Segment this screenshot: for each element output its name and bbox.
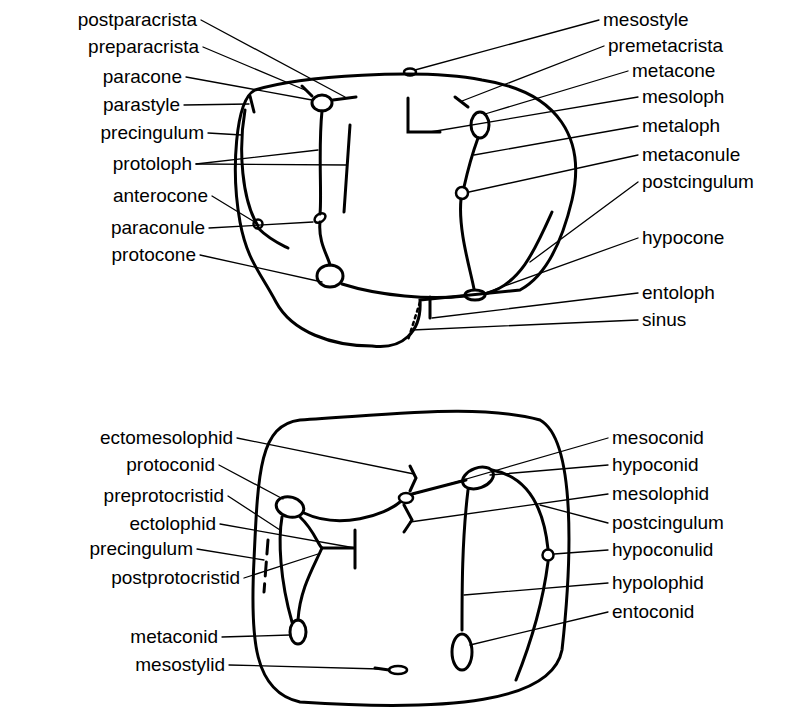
leader-line: [244, 554, 318, 578]
part-label: metacone: [632, 60, 715, 82]
leader-line: [462, 46, 604, 101]
part-label: anterocone: [113, 185, 208, 207]
leader-line: [411, 438, 608, 495]
part-label: postprotocristid: [111, 567, 240, 589]
part-label: entoconid: [612, 601, 694, 623]
part-label: hypolophid: [612, 572, 704, 594]
leader-line: [490, 465, 608, 475]
part-label: postparacrista: [78, 9, 197, 31]
part-label: postcingulum: [612, 512, 724, 534]
leader-line: [415, 20, 599, 70]
leader-line: [219, 465, 283, 499]
part-label: preparacrista: [88, 36, 199, 58]
part-label: paracone: [103, 66, 182, 88]
leader-line: [485, 71, 628, 114]
part-label: preprotocristid: [104, 485, 224, 507]
leader-line: [554, 550, 608, 554]
leader-line: [184, 104, 249, 105]
part-label: mesostyle: [603, 9, 689, 31]
leader-line: [201, 20, 345, 97]
leader-line: [430, 97, 638, 132]
part-label: metaconid: [130, 626, 218, 648]
part-label: metaconule: [642, 144, 740, 166]
leader-line: [222, 635, 290, 637]
part-label: hypoconulid: [612, 539, 713, 561]
leader-line: [229, 665, 380, 669]
part-label: sinus: [642, 309, 686, 331]
part-label: entoloph: [642, 282, 715, 304]
part-label: mesoloph: [642, 86, 724, 108]
leader-line: [212, 196, 253, 221]
leader-line: [469, 155, 638, 192]
leader-line: [470, 612, 608, 645]
leader-line: [485, 238, 638, 293]
part-label: ectomesolophid: [100, 427, 233, 449]
leader-line: [208, 133, 242, 135]
part-label: premetacrista: [608, 35, 723, 57]
part-label: mesostylid: [135, 654, 225, 676]
part-label: protocone: [111, 244, 196, 266]
part-label: precingulum: [90, 538, 194, 560]
leader-line: [540, 505, 608, 523]
leader-line: [196, 164, 347, 165]
leader-line: [209, 222, 313, 228]
part-label: hypocone: [642, 227, 724, 249]
part-label: parastyle: [103, 94, 180, 116]
leader-line: [196, 150, 318, 164]
leader-line: [474, 126, 638, 155]
part-label: ectolophid: [129, 513, 216, 535]
part-label: paraconule: [111, 217, 205, 239]
leader-line: [186, 77, 312, 100]
part-label: protoloph: [113, 153, 192, 175]
part-label: protoconid: [126, 454, 215, 476]
leader-line: [228, 496, 280, 530]
part-label: metaloph: [642, 115, 720, 137]
leader-line: [197, 549, 264, 560]
part-label: precingulum: [101, 122, 205, 144]
part-label: mesoconid: [612, 427, 704, 449]
leader-line: [200, 255, 322, 282]
part-label: hypoconid: [612, 454, 699, 476]
part-label: mesolophid: [612, 483, 709, 505]
leader-line: [432, 293, 638, 318]
leader-line: [237, 438, 414, 474]
part-label: postcingulum: [642, 171, 754, 193]
leader-line: [410, 494, 608, 522]
leader-line: [412, 320, 638, 330]
leader-line: [530, 182, 638, 262]
leader-line: [220, 524, 355, 548]
leader-line: [464, 583, 608, 595]
